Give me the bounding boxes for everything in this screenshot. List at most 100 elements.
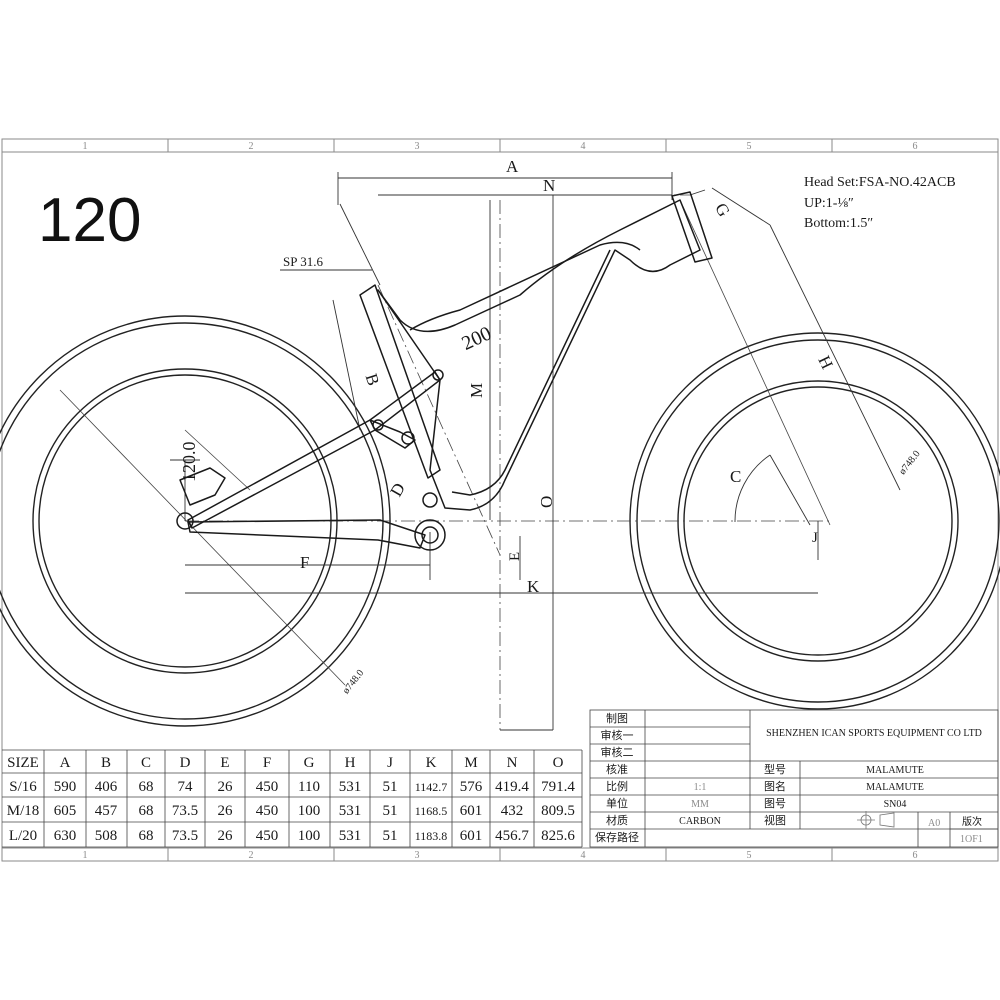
bottom-bracket — [414, 519, 446, 551]
zone-numbers: 1 2 3 4 5 6 1 2 3 4 5 6 — [83, 141, 918, 861]
table-header-cell: H — [345, 755, 356, 771]
table-cell: 531 — [339, 803, 362, 819]
version-label: 版次 — [962, 815, 982, 828]
table-cell: 457 — [95, 803, 118, 819]
title-row-label: 核准 — [606, 762, 628, 776]
table-cell: 51 — [383, 828, 398, 844]
table-header-cell: D — [180, 755, 191, 771]
table-cell: 450 — [256, 828, 279, 844]
dim-o: O — [537, 496, 556, 508]
bike-frame — [176, 191, 713, 551]
rocker-pivot — [372, 419, 384, 431]
table-cell: 406 — [95, 779, 118, 795]
toptube-inner — [409, 241, 641, 331]
table-header-cell: M — [464, 755, 477, 771]
table-cell: S/16 — [9, 779, 37, 795]
table-cell: 508 — [95, 828, 118, 844]
table-cell: 1168.5 — [415, 804, 448, 818]
rear-wheel-diameter: ø748.0 — [341, 668, 367, 696]
dim-n: N — [543, 176, 555, 195]
table-cell: 630 — [54, 828, 77, 844]
table-header-cell: C — [141, 755, 151, 771]
table-cell: 605 — [54, 803, 77, 819]
table-header-cell: O — [553, 755, 564, 771]
zone-top-4: 4 — [581, 141, 586, 152]
table-cell: 26 — [218, 779, 234, 795]
table-header-cell: K — [426, 755, 437, 771]
table-cell: L/20 — [9, 828, 37, 844]
title-row-value: MM — [691, 799, 709, 810]
table-header-cell: G — [304, 755, 315, 771]
table-cell: M/18 — [7, 803, 40, 819]
table-cell: 825.6 — [541, 828, 575, 844]
title-right-label: 图号 — [764, 797, 786, 810]
front-triangle — [377, 199, 701, 511]
dimension-lines — [170, 172, 901, 731]
seatpost-spec: SP 31.6 — [283, 254, 323, 269]
table-cell: 1142.7 — [415, 780, 448, 794]
travel-label: 120 — [38, 186, 141, 255]
title-row-label: 材质 — [606, 813, 628, 827]
dim-j: J — [812, 530, 818, 546]
table-cell: 450 — [256, 779, 279, 795]
table-cell: 1183.8 — [415, 829, 448, 843]
table-header-cell: F — [263, 755, 271, 771]
table-cell: 601 — [460, 803, 483, 819]
title-row-label: 比例 — [606, 779, 628, 793]
table-cell: 73.5 — [172, 828, 198, 844]
table-cell: 809.5 — [541, 803, 575, 819]
title-row-label: 保存路径 — [595, 830, 639, 844]
table-cell: 791.4 — [541, 779, 575, 795]
title-row-label: 审核一 — [601, 728, 634, 742]
bottom-bracket-inner — [421, 526, 439, 544]
title-right-value: MALAMUTE — [866, 782, 924, 793]
zone-bottom-6: 6 — [913, 850, 918, 861]
title-row-label: 单位 — [606, 796, 628, 810]
table-cell: 456.7 — [495, 828, 529, 844]
table-cell: 74 — [178, 779, 194, 795]
rear-axle — [176, 512, 194, 530]
zone-top-3: 3 — [415, 141, 420, 152]
title-row-label: 制图 — [606, 712, 628, 725]
table-cell: 26 — [218, 828, 234, 844]
table-header-cell: J — [387, 755, 393, 771]
title-right-label: 图名 — [764, 779, 786, 793]
table-cell: 26 — [218, 803, 234, 819]
rear-travel-label: 120.0 — [179, 442, 199, 483]
dim-c: C — [730, 467, 741, 486]
table-cell: 590 — [54, 779, 77, 795]
table-cell: 110 — [298, 779, 320, 795]
table-cell: 73.5 — [172, 803, 198, 819]
table-cell: 531 — [339, 828, 362, 844]
main-pivot — [422, 492, 438, 508]
company-name: SHENZHEN ICAN SPORTS EQUIPMENT CO LTD — [766, 728, 982, 739]
dim-k: K — [527, 577, 540, 596]
downtube-inner — [451, 249, 611, 496]
projection-icon — [857, 811, 895, 829]
table-cell: 100 — [298, 828, 321, 844]
title-row-label: 审核二 — [601, 745, 634, 759]
title-right-value: MALAMUTE — [866, 765, 924, 776]
zone-top-1: 1 — [83, 141, 88, 152]
table-cell: 68 — [139, 803, 154, 819]
table-cell: 601 — [460, 828, 483, 844]
sheet-count: 1OF1 — [960, 834, 983, 845]
bottom-spec: Bottom:1.5″ — [804, 216, 873, 231]
zone-top-2: 2 — [249, 141, 254, 152]
dim-e: E — [507, 552, 523, 561]
table-cell: 450 — [256, 803, 279, 819]
table-header-cell: B — [101, 755, 111, 771]
table-cell: 51 — [383, 779, 398, 795]
table-cell: 531 — [339, 779, 362, 795]
dim-a: A — [506, 157, 519, 176]
table-cell: 419.4 — [495, 779, 529, 795]
table-header-cell: E — [220, 755, 229, 771]
table-cell: 432 — [501, 803, 524, 819]
dim-h: H — [814, 353, 836, 372]
title-row-value: CARBON — [679, 816, 721, 827]
seat-tube — [359, 284, 441, 479]
dim-f: F — [300, 553, 309, 572]
